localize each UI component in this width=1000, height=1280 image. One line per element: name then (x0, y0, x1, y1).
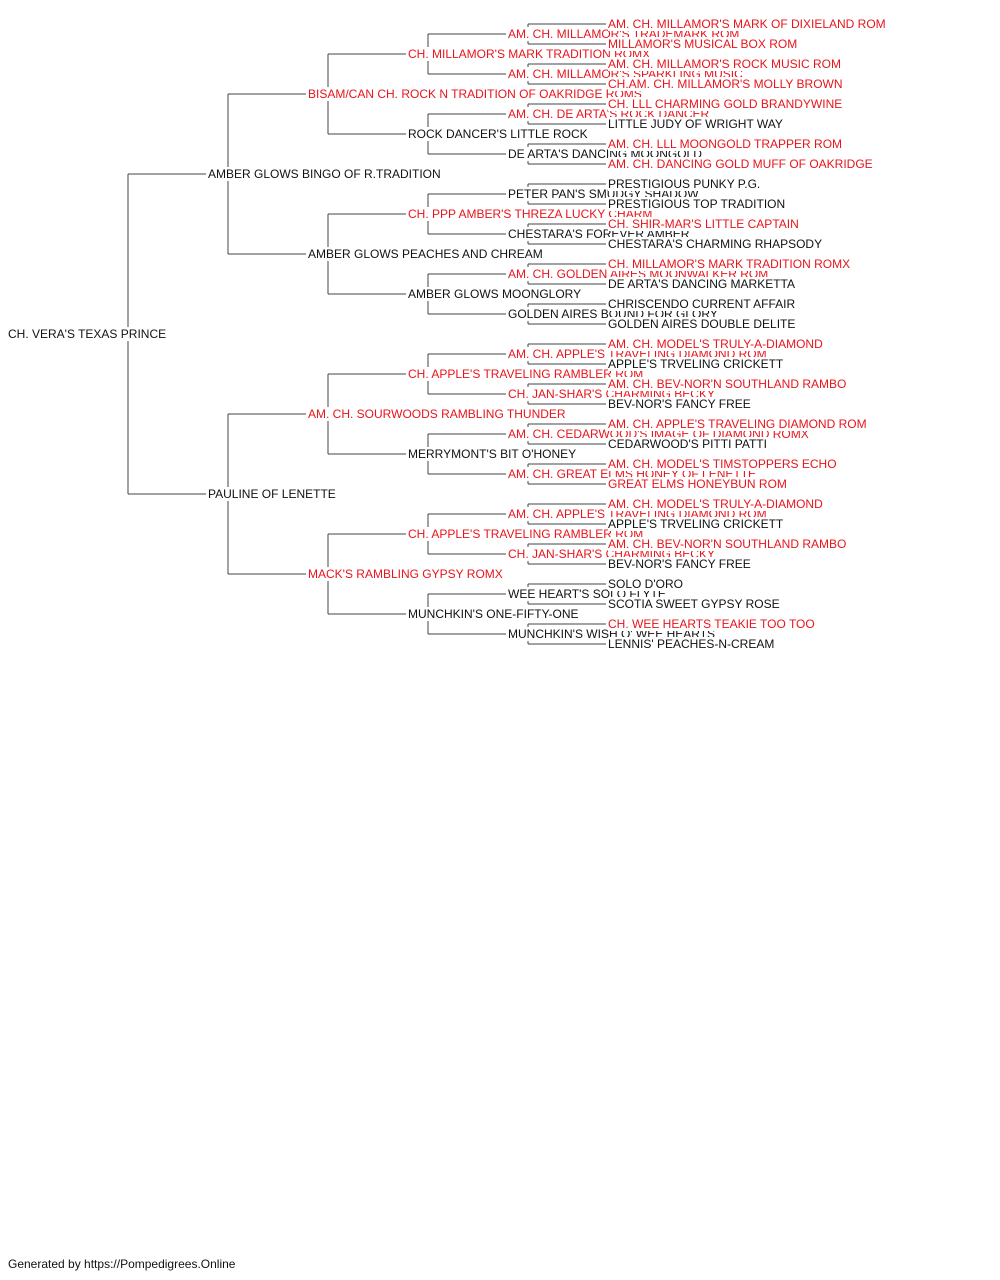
ancestor-name-gen2[interactable]: AMBER GLOWS PEACHES AND CHREAM (308, 247, 545, 261)
ancestor-name-gen5[interactable]: AM. CH. APPLE'S TRAVELING DIAMOND ROM (608, 417, 869, 431)
ancestor-name-gen3[interactable]: CH. MILLAMOR'S MARK TRADITION ROMX (408, 47, 653, 61)
ancestor-name-gen5[interactable]: AM. CH. MODEL'S TRULY-A-DIAMOND (608, 337, 825, 351)
ancestor-name-gen5[interactable]: AM. CH. LLL MOONGOLD TRAPPER ROM (608, 137, 845, 151)
ancestor-name-gen5[interactable]: GOLDEN AIRES DOUBLE DELITE (608, 317, 798, 331)
ancestor-name-gen5[interactable]: LENNIS' PEACHES-N-CREAM (608, 637, 777, 651)
ancestor-name-gen5[interactable]: AM. CH. BEV-NOR'N SOUTHLAND RAMBO (608, 537, 849, 551)
ancestor-name-gen2[interactable]: MACK'S RAMBLING GYPSY ROMX (308, 567, 505, 581)
ancestor-name-gen5[interactable]: SOLO D'ORO (608, 577, 685, 591)
ancestor-name-gen5[interactable]: AM. CH. MILLAMOR'S ROCK MUSIC ROM (608, 57, 843, 71)
ancestor-name-gen5[interactable]: MILLAMOR'S MUSICAL BOX ROM (608, 37, 800, 51)
ancestor-name-gen5[interactable]: AM. CH. MILLAMOR'S MARK OF DIXIELAND ROM (608, 17, 888, 31)
ancestor-name-gen5[interactable]: LITTLE JUDY OF WRIGHT WAY (608, 117, 785, 131)
ancestor-name-gen5[interactable]: BEV-NOR'S FANCY FREE (608, 397, 753, 411)
ancestor-name-gen5[interactable]: AM. CH. BEV-NOR'N SOUTHLAND RAMBO (608, 377, 849, 391)
ancestor-name-gen1[interactable]: AMBER GLOWS BINGO OF R.TRADITION (208, 167, 443, 181)
ancestor-name-gen2[interactable]: BISAM/CAN CH. ROCK N TRADITION OF OAKRID… (308, 87, 644, 101)
ancestor-name-gen5[interactable]: CHRISCENDO CURRENT AFFAIR (608, 297, 798, 311)
ancestor-name-gen5[interactable]: AM. CH. DANCING GOLD MUFF OF OAKRIDGE (608, 157, 875, 171)
ancestor-name-gen5[interactable]: CHESTARA'S CHARMING RHAPSODY (608, 237, 825, 251)
ancestor-name-gen5[interactable]: GREAT ELMS HONEYBUN ROM (608, 477, 789, 491)
ancestor-name-gen5[interactable]: CH. LLL CHARMING GOLD BRANDYWINE (608, 97, 845, 111)
ancestor-name-gen5[interactable]: CH.AM. CH. MILLAMOR'S MOLLY BROWN (608, 77, 845, 91)
ancestor-name-gen3[interactable]: CH. APPLE'S TRAVELING RAMBLER ROM (408, 367, 646, 381)
ancestor-name-gen5[interactable]: CEDARWOOD'S PITTI PATTI (608, 437, 769, 451)
ancestor-name-gen3[interactable]: CH. PPP AMBER'S THREZA LUCKY CHARM (408, 207, 655, 221)
ancestor-name-gen5[interactable]: CH. SHIR-MAR'S LITTLE CAPTAIN (608, 217, 801, 231)
ancestor-name-gen5[interactable]: CH. WEE HEARTS TEAKIE TOO TOO (608, 617, 817, 631)
ancestor-name-gen5[interactable]: APPLE'S TRVELING CRICKETT (608, 517, 786, 531)
ancestor-name-gen5[interactable]: PRESTIGIOUS TOP TRADITION (608, 197, 788, 211)
subject-dog-name[interactable]: CH. VERA'S TEXAS PRINCE (8, 327, 169, 341)
ancestor-name-gen3[interactable]: CH. APPLE'S TRAVELING RAMBLER ROM (408, 527, 646, 541)
ancestor-name-gen5[interactable]: PRESTIGIOUS PUNKY P.G. (608, 177, 763, 191)
ancestor-name-gen3[interactable]: AMBER GLOWS MOONGLORY (408, 287, 584, 301)
ancestor-name-gen5[interactable]: BEV-NOR'S FANCY FREE (608, 557, 753, 571)
ancestor-name-gen2[interactable]: AM. CH. SOURWOODS RAMBLING THUNDER (308, 407, 568, 421)
ancestor-name-gen3[interactable]: MERRYMONT'S BIT O'HONEY (408, 447, 579, 461)
ancestor-name-gen5[interactable]: AM. CH. MODEL'S TIMSTOPPERS ECHO (608, 457, 839, 471)
ancestor-name-gen5[interactable]: APPLE'S TRVELING CRICKETT (608, 357, 786, 371)
ancestor-name-gen5[interactable]: SCOTIA SWEET GYPSY ROSE (608, 597, 782, 611)
ancestor-name-gen3[interactable]: MUNCHKIN'S ONE-FIFTY-ONE (408, 607, 581, 621)
ancestor-name-gen5[interactable]: DE ARTA'S DANCING MARKETTA (608, 277, 797, 291)
ancestor-name-gen1[interactable]: PAULINE OF LENETTE (208, 487, 338, 501)
ancestor-name-gen5[interactable]: AM. CH. MODEL'S TRULY-A-DIAMOND (608, 497, 825, 511)
ancestor-name-gen3[interactable]: ROCK DANCER'S LITTLE ROCK (408, 127, 590, 141)
ancestor-name-gen5[interactable]: CH. MILLAMOR'S MARK TRADITION ROMX (608, 257, 853, 271)
generated-by-footer: Generated by https://Pompedigrees.Online (8, 1257, 236, 1271)
